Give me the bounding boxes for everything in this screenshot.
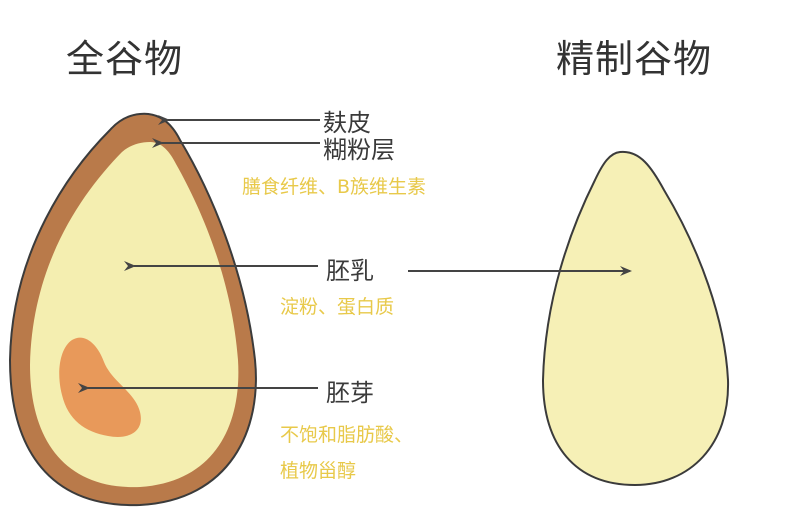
aleurone-label: 糊粉层 [323, 136, 395, 164]
germ-label: 胚芽 [326, 379, 374, 407]
refined-grain-kernel [541, 150, 730, 487]
whole-grain-title: 全谷物 [66, 37, 184, 81]
whole-grain-kernel [8, 112, 257, 507]
endosperm-note: 淀粉、蛋白质 [280, 296, 395, 318]
aleurone-note: 膳食纤维、B族维生素 [242, 176, 427, 198]
bran-label: 麸皮 [323, 109, 371, 137]
endosperm-label: 胚乳 [326, 257, 374, 285]
germ-note-line1: 不饱和脂肪酸、 [280, 424, 414, 446]
germ-note-line2: 植物甾醇 [280, 460, 357, 482]
refined-grain-title: 精制谷物 [556, 37, 713, 81]
